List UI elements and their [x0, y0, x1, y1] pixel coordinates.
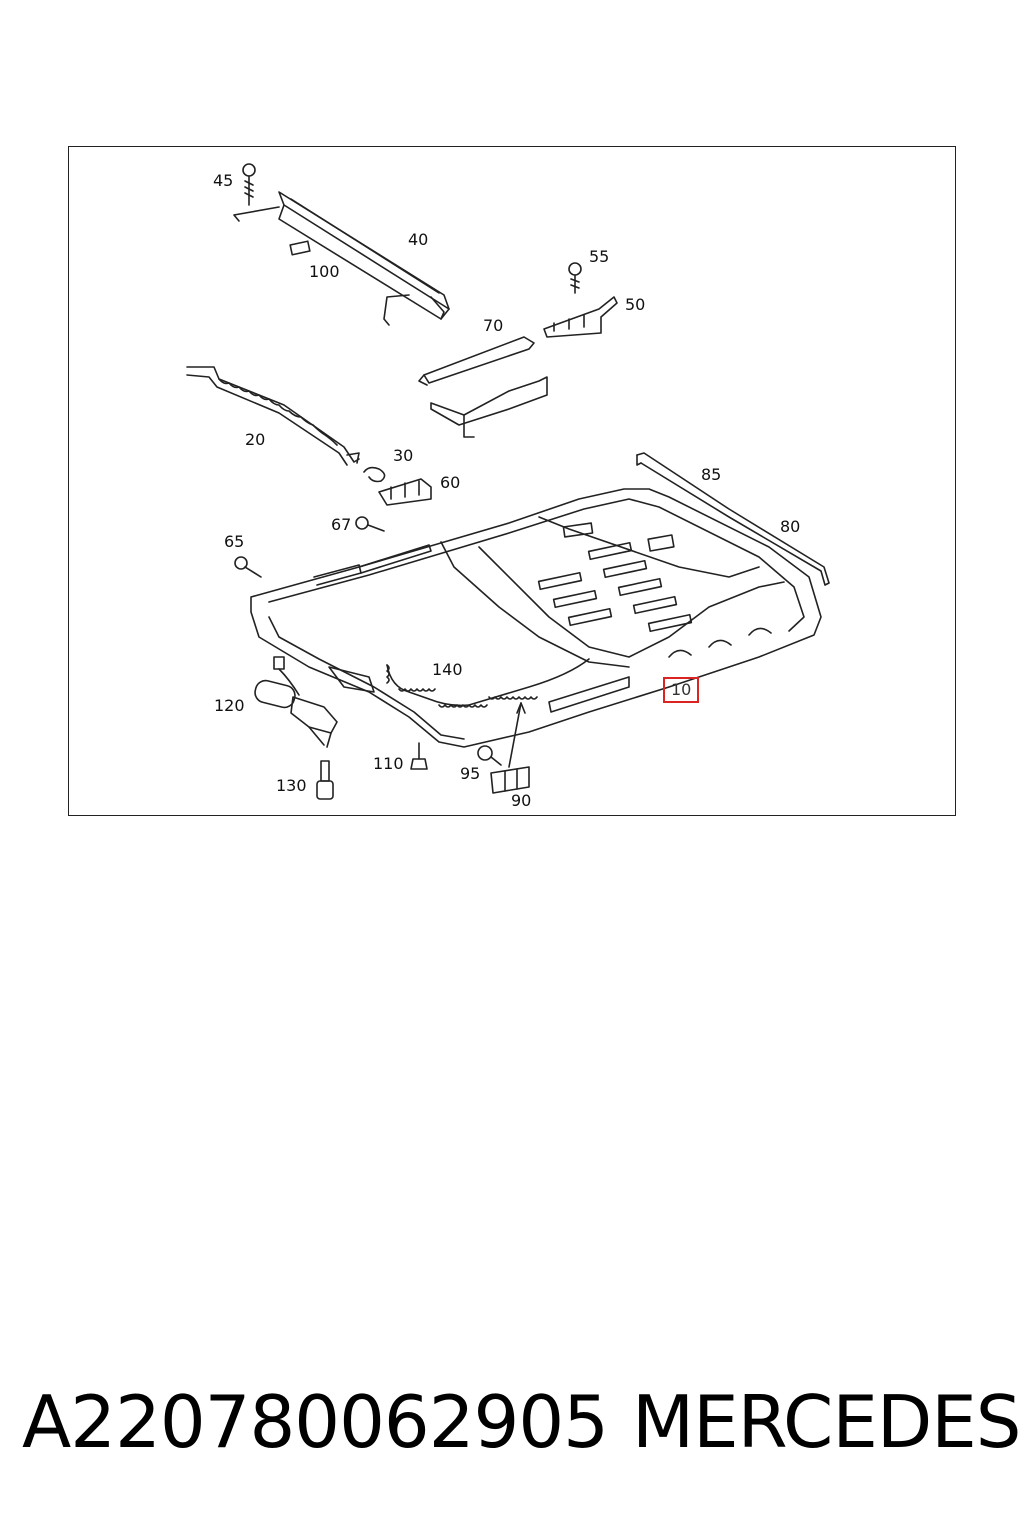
parts-diagram-frame: 45 40 100 55 50 70 20 30 60 85 80 67 65 … [68, 146, 956, 816]
screw-55 [568, 262, 582, 294]
brand-name: MERCEDES [632, 1380, 1021, 1464]
callout-95: 95 [460, 764, 481, 783]
clip-90 [490, 702, 530, 794]
callout-100: 100 [309, 262, 340, 281]
drain-hose-85-80 [636, 452, 830, 586]
screw-65 [234, 556, 262, 578]
callout-65: 65 [224, 532, 245, 551]
drive-cable-140 [328, 658, 590, 708]
sunroof-exploded-diagram [186, 163, 830, 800]
part-number: A220780062905 [22, 1380, 609, 1464]
pad-100 [289, 240, 311, 256]
screw-67 [355, 516, 385, 532]
callout-20: 20 [245, 430, 266, 449]
screw-45 [242, 163, 256, 206]
callout-50: 50 [625, 295, 646, 314]
callout-80: 80 [780, 517, 801, 536]
callout-140: 140 [432, 660, 463, 679]
callout-45: 45 [213, 171, 234, 190]
pin-130 [316, 760, 334, 800]
lever-70 [418, 336, 535, 386]
callout-120: 120 [214, 696, 245, 715]
motor-120 [254, 656, 338, 748]
slide-60 [378, 478, 432, 506]
spring-30 [363, 466, 386, 483]
front-rail-40 [233, 191, 450, 326]
callout-60: 60 [440, 473, 461, 492]
callout-55: 55 [589, 247, 610, 266]
guide-cable-20 [186, 366, 360, 466]
part-info-footer: A220780062905 MERCEDES [0, 1380, 1024, 1464]
screw-95 [477, 745, 502, 766]
callout-10-highlighted: 10 [663, 677, 700, 703]
bolt-110 [410, 742, 428, 770]
callout-85: 85 [701, 465, 722, 484]
callout-70: 70 [483, 316, 504, 335]
callout-130: 130 [276, 776, 307, 795]
sunroof-frame-10 [250, 488, 822, 748]
callout-30: 30 [393, 446, 414, 465]
callout-67: 67 [331, 515, 352, 534]
callout-110: 110 [373, 754, 404, 773]
bracket-lower [430, 376, 548, 438]
callout-40: 40 [408, 230, 429, 249]
callout-90: 90 [511, 791, 532, 810]
bracket-50 [543, 296, 618, 338]
